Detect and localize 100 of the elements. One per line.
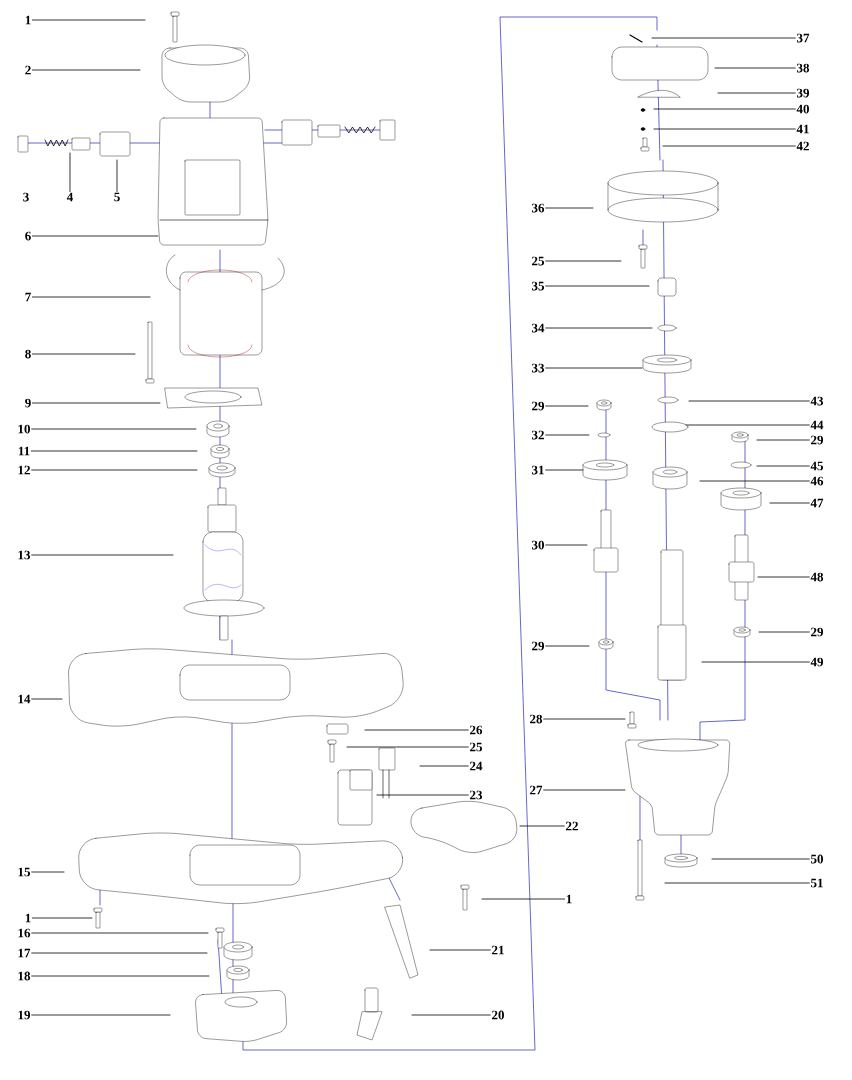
callout-number: 48 [810, 572, 824, 582]
leader-line [31, 698, 63, 700]
leader-line [543, 718, 626, 720]
callout-number: 41 [796, 124, 809, 134]
callout-number: 44 [810, 420, 824, 430]
callout-number: 24 [470, 761, 483, 771]
callout-number: 35 [532, 281, 544, 291]
callout-number: 28 [530, 714, 543, 724]
callout-number: 17 [18, 948, 31, 958]
callout-number: 13 [18, 550, 31, 560]
leader-line [685, 424, 810, 426]
callout-number: 2 [25, 65, 31, 75]
callout-number: 6 [25, 231, 31, 241]
callout-number: 8 [25, 349, 31, 359]
leader-line [717, 92, 796, 94]
callout-number: 7 [25, 292, 31, 302]
leader-line [545, 469, 584, 471]
callout-number: 19 [18, 1010, 31, 1020]
leader-line [714, 67, 796, 69]
leader-line [545, 405, 589, 407]
callout-number: 20 [492, 1010, 504, 1020]
leader-line [756, 465, 810, 467]
callout-number: 25 [532, 256, 544, 266]
callout-number: 46 [810, 476, 824, 486]
leader-line [481, 898, 565, 900]
callout-number: 11 [18, 446, 30, 456]
leader-line [757, 576, 810, 578]
leader-line [69, 152, 71, 192]
leader-line [688, 400, 810, 402]
leader-line [411, 1014, 491, 1016]
callout-number: 9 [25, 398, 31, 408]
callout-number: 37 [797, 33, 810, 43]
callout-number: 30 [532, 540, 544, 550]
callout-number: 38 [797, 63, 810, 73]
leader-line [31, 469, 198, 471]
leader-line [30, 450, 198, 452]
callout-number: 1 [25, 15, 31, 25]
callout-number: 40 [796, 104, 809, 114]
callout-number: 26 [470, 725, 483, 735]
callout-number: 29 [532, 641, 545, 651]
leader-line [701, 661, 810, 663]
callout-number: 34 [532, 323, 545, 333]
leader-line [545, 285, 650, 287]
callout-number: 22 [566, 821, 578, 831]
leader-line [32, 402, 161, 404]
leader-line [419, 765, 469, 767]
leader-line [32, 19, 146, 21]
leader-line [769, 502, 810, 504]
leader-line [662, 145, 796, 147]
leader-line [545, 645, 590, 647]
callout-number: 50 [811, 854, 823, 864]
callout-number: 29 [811, 435, 824, 445]
callout-number: 45 [810, 461, 823, 471]
callout-number: 36 [532, 203, 545, 213]
callout-number: 3 [23, 192, 29, 202]
leader-line [653, 108, 796, 110]
leader-line [651, 37, 796, 39]
leader-line [545, 327, 653, 329]
callout-number: 18 [18, 971, 31, 981]
leader-line [756, 439, 810, 441]
leader-line [32, 69, 141, 71]
callout-number: 49 [810, 657, 824, 667]
leader-line [32, 917, 93, 919]
leader-line [545, 207, 594, 209]
leader-line [653, 128, 796, 130]
callout-number: 32 [532, 430, 544, 440]
callout-number: 15 [18, 867, 30, 877]
leader-line [758, 631, 810, 633]
callout-number: 23 [470, 790, 483, 800]
leader-line [519, 825, 565, 827]
callout-number: 47 [810, 498, 824, 508]
leader-line [31, 932, 209, 934]
leader-line [31, 952, 208, 954]
callout-number: 29 [811, 627, 824, 637]
callout-number: 51 [811, 878, 823, 888]
leader-line [664, 882, 810, 884]
leader-line [711, 858, 810, 860]
callout-number: 16 [18, 928, 31, 938]
leader-line [376, 794, 469, 796]
callout-number: 21 [492, 945, 504, 955]
leader-line [545, 544, 588, 546]
leader-line [31, 871, 65, 873]
callout-number: 29 [532, 401, 545, 411]
leader-line [32, 235, 159, 237]
leader-line [116, 159, 118, 192]
leader-line [545, 367, 643, 369]
callout-number: 31 [532, 465, 544, 475]
leader-line [31, 1014, 171, 1016]
callout-number: 12 [18, 465, 30, 475]
leader-line [346, 746, 469, 748]
callout-number: 25 [470, 742, 482, 752]
callout-number: 33 [532, 363, 545, 373]
callout-number: 10 [18, 424, 30, 434]
leader-line [31, 975, 210, 977]
callout-number: 1 [25, 913, 31, 923]
leader-line [429, 949, 491, 951]
leader-line [545, 434, 590, 436]
callout-number: 1 [566, 894, 572, 904]
leader-line [32, 353, 136, 355]
leader-line [699, 480, 810, 482]
